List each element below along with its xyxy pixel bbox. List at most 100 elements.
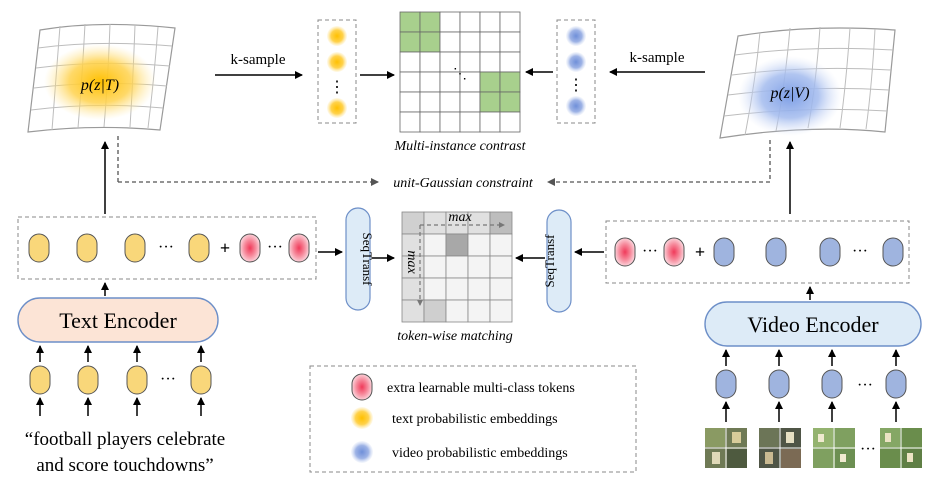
legend-item-text-embeddings: text probabilistic embeddings bbox=[351, 407, 558, 429]
contrast-cell bbox=[399, 31, 421, 53]
video-token bbox=[885, 369, 907, 399]
seqtransf-left: SeqTransf bbox=[345, 207, 375, 311]
contrast-cell bbox=[439, 91, 461, 113]
class-token bbox=[663, 237, 685, 267]
text-token-plus: + bbox=[220, 238, 230, 258]
input-video-ellipsis: ··· bbox=[857, 377, 873, 394]
text-token bbox=[29, 365, 51, 395]
legend-label: video probabilistic embeddings bbox=[392, 446, 568, 461]
contrast-cell bbox=[439, 11, 461, 33]
contrast-cell bbox=[479, 111, 501, 133]
video-distribution-label: p(z|V) bbox=[769, 85, 809, 102]
class-token-ellipsis: ··· bbox=[267, 239, 283, 256]
matching-cell bbox=[467, 299, 491, 323]
contrast-cell bbox=[419, 71, 441, 93]
matching-max-horizontal: max bbox=[448, 210, 472, 225]
contrast-ellipsis: ⋱ bbox=[453, 67, 467, 82]
matching-cell bbox=[467, 277, 491, 301]
contrast-cell bbox=[439, 31, 461, 53]
matching-cell bbox=[467, 255, 491, 279]
unit-gaussian-constraint: unit-Gaussian constraint bbox=[117, 136, 771, 191]
legend-label: extra learnable multi-class tokens bbox=[387, 381, 575, 396]
video-sample-vellipsis: ⋮ bbox=[568, 77, 584, 94]
contrast-cell bbox=[459, 111, 481, 133]
contrast-cell bbox=[479, 71, 501, 93]
contrast-cell bbox=[399, 111, 421, 133]
legend-item-video-embeddings: video probabilistic embeddings bbox=[351, 441, 568, 463]
video-encoder-label: Video Encoder bbox=[747, 312, 879, 337]
k-sample-right-label: k-sample bbox=[630, 50, 685, 66]
contrast-cell bbox=[399, 11, 421, 33]
video-token bbox=[882, 237, 904, 267]
text-token-row: ··· + ··· bbox=[17, 216, 317, 280]
video-token bbox=[715, 369, 737, 399]
text-token-ellipsis: ··· bbox=[158, 239, 174, 256]
video-token bbox=[765, 237, 787, 267]
matching-cell bbox=[489, 299, 513, 323]
matching-cell bbox=[401, 299, 425, 323]
video-class-ellipsis: ··· bbox=[642, 243, 658, 260]
contrast-cell bbox=[399, 91, 421, 113]
contrast-cell bbox=[499, 91, 521, 113]
text-token bbox=[28, 233, 50, 263]
matching-caption: token-wise matching bbox=[397, 329, 512, 344]
seqtransf-right: SeqTransf bbox=[542, 209, 572, 313]
contrast-cell bbox=[499, 31, 521, 53]
text-token bbox=[126, 365, 148, 395]
matching-cell bbox=[401, 277, 425, 301]
text-distribution-label: p(z|T) bbox=[80, 77, 119, 94]
contrast-cell bbox=[439, 111, 461, 133]
contrast-grid: ⋱ Multi-instance contrast bbox=[393, 11, 527, 154]
matching-cell bbox=[489, 233, 513, 257]
video-token bbox=[821, 369, 843, 399]
legend-item-class-tokens: extra learnable multi-class tokens bbox=[351, 373, 575, 401]
contrast-cell bbox=[419, 91, 441, 113]
matching-cell bbox=[445, 277, 469, 301]
text-token bbox=[76, 233, 98, 263]
matching-cell bbox=[401, 211, 425, 235]
matching-cell bbox=[423, 299, 447, 323]
k-sample-left-label: k-sample bbox=[231, 52, 286, 68]
text-sample-vellipsis: ⋮ bbox=[329, 79, 345, 96]
video-frame-thumbnail bbox=[813, 428, 855, 468]
input-text-ellipsis: ··· bbox=[160, 371, 176, 388]
unit-gaussian-label: unit-Gaussian constraint bbox=[393, 176, 534, 191]
video-encoder: Video Encoder bbox=[704, 301, 922, 347]
contrast-cell bbox=[459, 31, 481, 53]
text-sample-stack: ⋮ bbox=[317, 19, 357, 124]
class-token bbox=[239, 233, 261, 263]
video-token bbox=[713, 237, 735, 267]
video-frame-thumbnail bbox=[880, 428, 922, 468]
text-token bbox=[77, 365, 99, 395]
matching-cell bbox=[467, 233, 491, 257]
video-frame-thumbnail bbox=[705, 428, 747, 468]
text-token bbox=[124, 233, 146, 263]
contrast-cell bbox=[499, 11, 521, 33]
video-distribution: p(z|V) bbox=[719, 26, 896, 139]
contrast-cell bbox=[459, 11, 481, 33]
input-sentence-line2: and score touchdowns” bbox=[36, 455, 213, 476]
contrast-cell bbox=[499, 51, 521, 73]
matching-cell bbox=[489, 255, 513, 279]
text-token bbox=[188, 233, 210, 263]
video-token-plus: + bbox=[695, 242, 705, 262]
video-token bbox=[819, 237, 841, 267]
text-token bbox=[190, 365, 212, 395]
contrast-cell bbox=[499, 111, 521, 133]
seqtransf-left-label: SeqTransf bbox=[360, 233, 375, 287]
contrast-cell bbox=[419, 51, 441, 73]
k-sample-right-arrow: k-sample bbox=[609, 50, 705, 76]
legend: extra learnable multi-class tokens text … bbox=[309, 365, 637, 473]
text-encoder-label: Text Encoder bbox=[59, 308, 177, 333]
class-token bbox=[614, 237, 636, 267]
matching-cell bbox=[445, 299, 469, 323]
input-sentence-line1: “football players celebrate bbox=[25, 429, 225, 450]
matching-cell bbox=[423, 255, 447, 279]
text-distribution: p(z|T) bbox=[27, 23, 176, 133]
k-sample-left-arrow: k-sample bbox=[215, 52, 303, 79]
matching-cell bbox=[489, 211, 513, 235]
contrast-cell bbox=[419, 111, 441, 133]
video-frames-ellipsis: ··· bbox=[860, 441, 876, 458]
contrast-cell bbox=[479, 11, 501, 33]
contrast-cell bbox=[399, 51, 421, 73]
